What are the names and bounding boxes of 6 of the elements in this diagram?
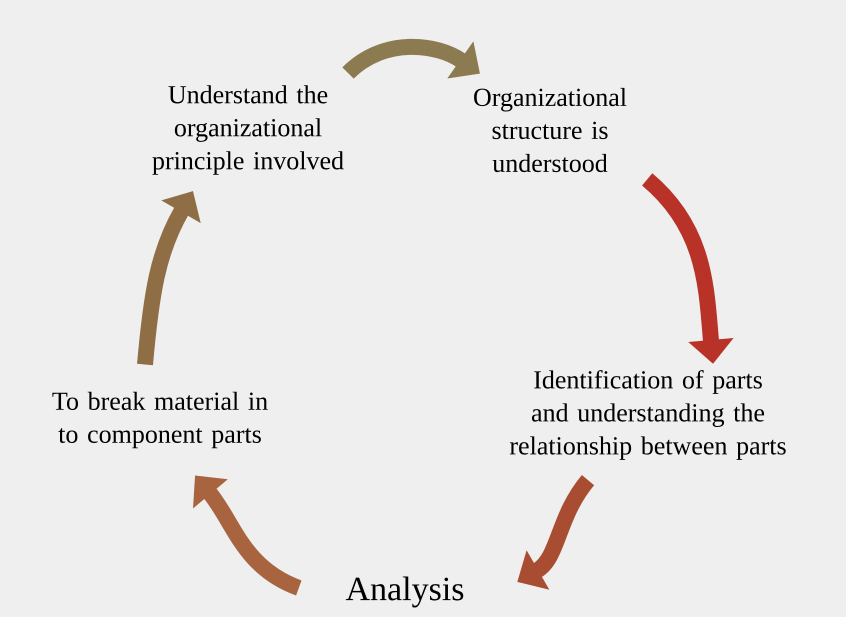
step-text: To break material in to component parts [52,392,268,448]
step-text: Identification of parts and understanding the relationship between parts [510,370,786,460]
title-text: Analysis [346,576,464,608]
curved-arrow [193,476,302,596]
step-text: Organizational structure is understood [474,88,626,172]
step-text: Understand the organizational principle involved [152,85,344,175]
